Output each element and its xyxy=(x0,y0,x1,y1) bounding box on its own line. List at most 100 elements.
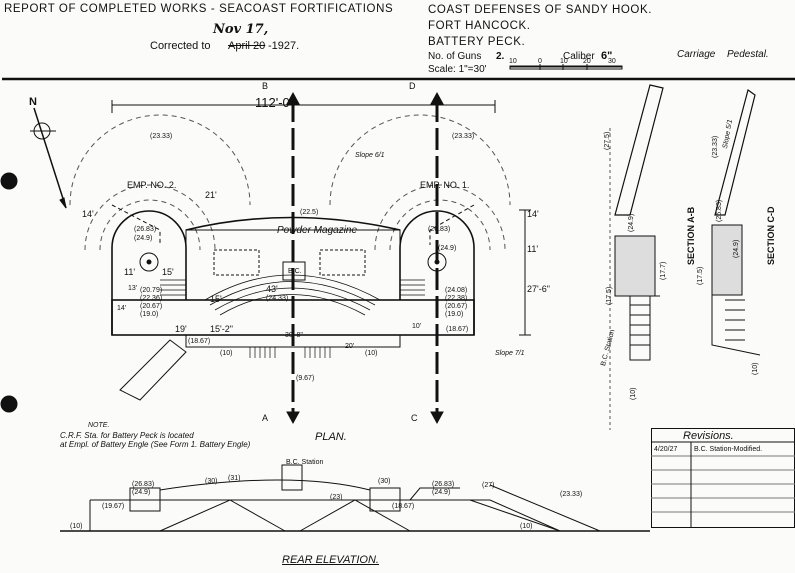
elevation-label: (26.83) xyxy=(432,481,455,488)
elevation-label: (26.83) xyxy=(132,481,155,488)
elevation-label: (24.08) xyxy=(445,287,468,294)
carriage-label: Carriage xyxy=(677,49,716,60)
dimension-label: 30'-8" xyxy=(285,332,303,339)
elevation-label: (24.33) xyxy=(266,295,289,302)
scale-tick-label: 10 xyxy=(560,58,568,65)
revisions-table: Revisions. 4/20/27 B.C. Station-Modified… xyxy=(651,428,795,528)
section-elevation: (26.83) xyxy=(716,199,723,222)
section-elevation: (23.33) xyxy=(712,135,719,158)
dimension-label: 14' xyxy=(117,305,127,312)
elevation-label: (22.36) xyxy=(140,295,163,302)
scale-tick-label: 20 xyxy=(583,58,591,65)
section-elevation: (27.5) xyxy=(604,131,611,150)
section-elevation: (10) xyxy=(630,387,637,400)
dimension-label: 13' xyxy=(128,285,138,292)
elevation-label: (10) xyxy=(520,523,533,530)
section-mark-b: B xyxy=(262,81,269,91)
dimension-label: 14' xyxy=(527,209,539,219)
emplacement-1-label: EMP. NO. 1. xyxy=(420,180,470,190)
caliber-label: Caliber xyxy=(563,51,595,62)
bc-station-elevation-label: B.C. Station xyxy=(286,459,324,466)
section-a-b-label: SECTION A-B xyxy=(686,206,696,265)
dimension-label: 21' xyxy=(205,190,217,200)
dimension-label: 20' xyxy=(345,343,355,350)
corrected-label: Corrected to xyxy=(150,40,211,52)
guns-value: 2. xyxy=(496,51,505,62)
elevation-label: (18.67) xyxy=(188,338,211,345)
rear-elevation-drawing xyxy=(60,464,650,532)
battery-name: BATTERY PECK. xyxy=(428,36,526,48)
revision-date: 4/20/27 xyxy=(654,446,678,453)
elevation-label: (22.38) xyxy=(445,295,468,302)
elevation-label: (20.67) xyxy=(140,303,163,310)
north-arrow-icon xyxy=(30,107,67,209)
carriage-value: Pedestal. xyxy=(727,49,769,60)
dimension-label: 15' xyxy=(210,294,222,304)
elevation-label: (24.9) xyxy=(132,489,151,496)
fort-name: FORT HANCOCK. xyxy=(428,20,531,32)
dimension-label: 15' xyxy=(162,267,174,277)
slope-label: Slope 6/1 xyxy=(355,152,385,159)
note-line: C.R.F. Sta. for Battery Peck is located xyxy=(60,431,194,440)
section-elevation: (17.5) xyxy=(606,286,613,305)
dimension-label: 43' xyxy=(266,284,278,294)
elevation-label: (24.9) xyxy=(438,245,457,252)
elevation-label: (20.67) xyxy=(445,303,468,310)
elevation-label: (30) xyxy=(205,478,218,485)
elevation-label: (20.79) xyxy=(140,287,163,294)
elevation-label: (10) xyxy=(70,523,83,530)
coast-defenses-title: COAST DEFENSES OF SANDY HOOK. xyxy=(428,4,653,16)
guns-label: No. of Guns xyxy=(428,51,482,62)
elevation-label: (18.67) xyxy=(392,503,415,510)
slope-label: Slope 7/1 xyxy=(495,350,525,357)
elevation-label: (24.9) xyxy=(134,235,153,242)
dimension-label: 27'-6" xyxy=(527,284,550,294)
elevation-label: (22.5) xyxy=(300,209,319,216)
elevation-label: (27) xyxy=(482,482,495,489)
caliber-value: 6" xyxy=(601,50,613,62)
dimension-label: 11' xyxy=(124,267,136,277)
section-elevation: (24.9) xyxy=(733,239,740,258)
note-title: NOTE. xyxy=(88,422,110,429)
section-c-d-label: SECTION C-D xyxy=(766,206,776,266)
elevation-label: (23.33) xyxy=(150,133,173,140)
section-mark-c: C xyxy=(411,413,418,423)
elevation-label: (19.0) xyxy=(140,311,159,318)
elevation-label: (26.83) xyxy=(134,226,157,233)
elevation-label: (26.83) xyxy=(428,226,451,233)
plan-overall-dimension: 112'-0" xyxy=(255,95,295,110)
elevation-label: (31) xyxy=(228,475,241,482)
section-c-d-drawing xyxy=(711,89,761,356)
punch-hole-icon xyxy=(0,172,18,190)
rear-elevation-title: REAR ELEVATION. xyxy=(282,554,379,566)
elevation-label: (24.9) xyxy=(432,489,451,496)
revision-entry: B.C. Station-Modified. xyxy=(694,446,763,453)
revisions-title: Revisions. xyxy=(683,430,734,442)
punch-hole-icon xyxy=(0,395,18,413)
dimension-label: 19' xyxy=(175,324,187,334)
corrected-new-date: Nov 17, xyxy=(213,22,269,37)
corrected-old-date: April 20 xyxy=(228,40,266,52)
section-elevation: (17.5) xyxy=(697,266,704,285)
note-line: at Empl. of Battery Engle (See Form 1. B… xyxy=(60,440,251,449)
section-elevation: (10) xyxy=(752,362,759,375)
bc-label: B.C. xyxy=(288,268,302,275)
dimension-label: 10' xyxy=(412,323,422,330)
elevation-label: (19.0) xyxy=(445,311,464,318)
scale-tick-label: 0 xyxy=(538,58,542,65)
scale-label: Scale: 1"=30' xyxy=(428,64,487,75)
elevation-label: (19.67) xyxy=(102,503,125,510)
elevation-label: (23) xyxy=(330,494,343,501)
revisions-grid xyxy=(651,428,795,528)
section-elevation: (24.9) xyxy=(628,213,635,232)
powder-magazine-label: Powder Magazine xyxy=(277,225,358,236)
report-title: REPORT OF COMPLETED WORKS - SEACOAST FOR… xyxy=(4,3,394,15)
elevation-label: (9.67) xyxy=(296,375,315,382)
north-label: N xyxy=(29,96,37,108)
elevation-label: (30) xyxy=(378,478,391,485)
scale-tick-label: 30 xyxy=(608,58,616,65)
elevation-label: (10) xyxy=(365,350,378,357)
scale-tick-label: 10 xyxy=(509,58,517,65)
